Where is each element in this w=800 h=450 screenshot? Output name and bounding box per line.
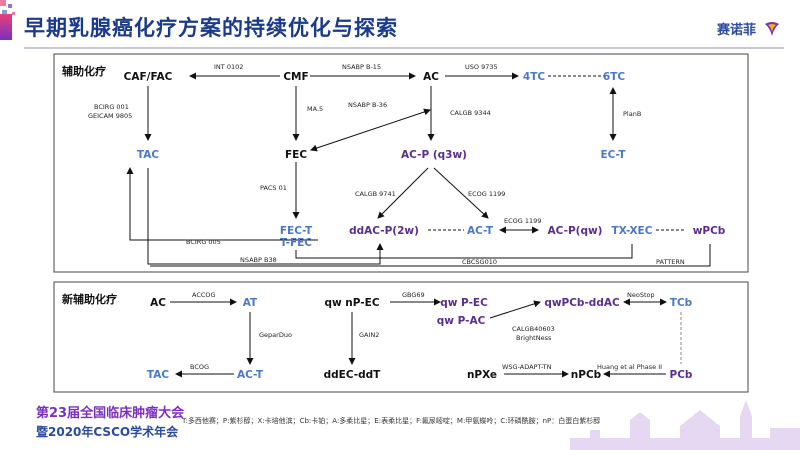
trial-label: BrightNess <box>516 334 552 342</box>
trial-label: NSABP B-15 <box>342 63 381 71</box>
node-ddacp-2w: ddAC-P(2w) <box>349 225 419 237</box>
trial-label: CALGB 9344 <box>450 109 491 117</box>
node-tx-xec: TX-XEC <box>612 225 653 237</box>
node-qwpcb-ddac: qwPCb-ddAC <box>544 297 620 309</box>
trial-label: PlanB <box>623 110 641 118</box>
trial-label: USO 9735 <box>465 63 498 71</box>
node-npcb: nPCb <box>571 369 602 381</box>
trial-label: ACCOG <box>192 291 216 299</box>
node-6tc: 6TC <box>603 71 625 83</box>
node-ac-t: AC-T <box>467 225 494 237</box>
header: 早期乳腺癌化疗方案的持续优化与探索 赛诺菲 <box>0 0 800 52</box>
node-acp-qw: AC-P(qw) <box>548 225 603 237</box>
trial-label: BCIRG 001 <box>94 103 129 111</box>
conference-name: 第23届全国临床肿瘤大会 <box>36 406 185 421</box>
trial-label: GEICAM 9805 <box>88 112 132 120</box>
edge-bcirg005 <box>126 167 318 241</box>
adjuvant-box <box>53 53 749 273</box>
node-ec-t: EC-T <box>600 149 626 161</box>
trial-label: CALGB 9741 <box>355 190 396 198</box>
trial-label: NSABP B-36 <box>348 101 387 109</box>
edge-fec-ac <box>310 108 431 152</box>
edge-acp-act <box>433 167 489 219</box>
trial-label: ECOG 1199 <box>504 217 541 225</box>
node-fec-t: FEC-T <box>280 225 313 237</box>
title-accent-bar <box>0 14 12 40</box>
node-acp-q3w: AC-P (q3w) <box>401 149 467 161</box>
brand-logo-icon <box>765 22 779 36</box>
header-divider <box>24 47 784 49</box>
trial-label: CALGB40603 <box>512 325 555 333</box>
node-caf-fac: CAF/FAC <box>124 71 173 83</box>
trial-label: WSG-ADAPT-TN <box>502 363 552 371</box>
trial-label: NeoStop <box>627 291 655 299</box>
conference-logo: 第23届全国临床肿瘤大会 暨2020年CSCO学术年会 <box>36 402 184 440</box>
trial-label: BCIRG 005 <box>186 238 221 246</box>
node-ac: AC <box>423 71 439 83</box>
node-qw-np-ec: qw nP-EC <box>324 297 379 309</box>
node-pcb: PCb <box>670 369 693 381</box>
node-tac-neo: TAC <box>147 369 169 381</box>
section-label-neoadjuvant: 新辅助化疗 <box>62 292 117 306</box>
brand-name: 赛诺菲 <box>716 22 756 38</box>
trial-label: MA.5 <box>307 105 323 113</box>
node-tac: TAC <box>137 149 159 161</box>
edge-cbcsg010 <box>295 244 633 259</box>
section-label-adjuvant: 辅助化疗 <box>62 64 106 78</box>
node-qw-p-ac: qw P-AC <box>437 315 486 327</box>
node-ddec-ddt: ddEC-ddT <box>324 369 382 381</box>
abbreviation-legend: T:多西他赛；P:紫杉醇；X:卡培他滨；Cb:卡铂；A:多柔比星；E:表柔比星；… <box>182 417 601 425</box>
node-4tc: 4TC <box>523 71 545 83</box>
edge-pac-pcbddac <box>489 300 541 319</box>
page-title: 早期乳腺癌化疗方案的持续优化与探索 <box>24 16 398 40</box>
trial-label: CBCSG010 <box>462 258 497 266</box>
node-ac-t-neo: AC-T <box>237 369 264 381</box>
node-at: AT <box>243 297 258 309</box>
brand: 赛诺菲 <box>717 18 782 38</box>
edge-nsabp-b38 <box>147 168 384 265</box>
node-npxe: nPXe <box>467 369 497 381</box>
trial-label: PACS 01 <box>260 184 287 192</box>
trial-label: GeparDuo <box>259 331 292 339</box>
node-tcb: TCb <box>670 297 693 309</box>
trial-label: GBG69 <box>402 291 425 299</box>
neoadjuvant-box <box>53 281 749 393</box>
skyline-decoration <box>570 400 800 450</box>
edge-pattern <box>150 244 711 267</box>
trial-label: INT 0102 <box>214 63 243 71</box>
edge-acp-ddacp <box>377 167 429 219</box>
node-t-fec: T-FEC <box>280 237 312 249</box>
node-wpcb: wPCb <box>693 225 726 237</box>
node-cmf: CMF <box>283 71 308 83</box>
trial-label: PATTERN <box>656 258 685 266</box>
trial-label: NSABP B38 <box>240 256 277 264</box>
node-ac-neo: AC <box>150 297 166 309</box>
conference-subtitle: 暨2020年CSCO学术年会 <box>36 425 179 439</box>
trial-label: Huang et al Phase II <box>597 363 662 371</box>
node-fec: FEC <box>285 149 307 161</box>
trial-label: ECOG 1199 <box>468 190 505 198</box>
node-qw-p-ec: qw P-EC <box>440 297 488 309</box>
trial-label: BCOG <box>190 363 209 371</box>
trial-label: GAIN2 <box>359 331 379 339</box>
